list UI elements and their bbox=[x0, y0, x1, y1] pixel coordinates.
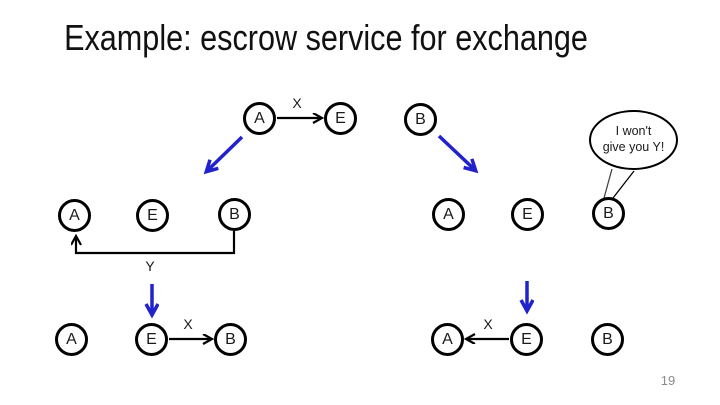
speech-bubble: I won't give you Y! bbox=[589, 110, 678, 170]
node-label: A bbox=[442, 330, 453, 348]
node-b-step3-right: B bbox=[591, 323, 624, 356]
transfer-label-x-step3-left: X bbox=[183, 316, 193, 332]
node-e-step1-left: E bbox=[324, 102, 357, 135]
node-b-step2-left: B bbox=[218, 198, 251, 231]
node-e-step2-left: E bbox=[136, 199, 169, 232]
blue-step-arrow-left-1to2 bbox=[207, 135, 244, 171]
node-b-step1-right: B bbox=[404, 103, 437, 136]
node-a-step2-left: A bbox=[58, 199, 91, 232]
arrow-y-b-to-a-step2-left bbox=[76, 231, 236, 255]
blue-step-arrow-right-1to2 bbox=[437, 134, 475, 170]
page-number: 19 bbox=[660, 373, 676, 388]
node-label: E bbox=[521, 330, 532, 348]
speech-bubble-tail-line-left bbox=[603, 168, 613, 199]
node-label: B bbox=[603, 204, 614, 222]
node-b-step2-right: B bbox=[592, 197, 625, 230]
slide-title: Example: escrow service for exchange bbox=[64, 17, 588, 58]
node-label: B bbox=[602, 330, 613, 348]
node-label: B bbox=[225, 330, 236, 348]
speech-bubble-line2: give you Y! bbox=[602, 140, 665, 154]
speech-bubble-line1: I won't bbox=[615, 124, 652, 139]
node-a-step2-right: A bbox=[432, 198, 465, 231]
node-label: A bbox=[69, 206, 80, 224]
node-label: A bbox=[443, 205, 454, 223]
transfer-label-x-step1-left: X bbox=[292, 95, 302, 111]
node-label: E bbox=[522, 205, 533, 223]
node-e-step2-right: E bbox=[511, 198, 544, 231]
node-label: A bbox=[254, 109, 265, 127]
node-label: E bbox=[147, 206, 158, 224]
node-b-step3-left: B bbox=[214, 323, 247, 356]
return-label-y-step2-left: Y bbox=[145, 258, 155, 274]
node-label: B bbox=[229, 205, 240, 223]
node-label: E bbox=[335, 109, 346, 127]
speech-bubble-tail-line-right bbox=[612, 170, 635, 199]
node-label: B bbox=[415, 110, 426, 128]
node-a-step1-left: A bbox=[243, 102, 276, 135]
node-a-step3-left: A bbox=[55, 323, 88, 356]
node-a-step3-right: A bbox=[431, 323, 464, 356]
node-label: A bbox=[66, 330, 77, 348]
node-e-step3-right: E bbox=[510, 323, 543, 356]
transfer-label-x-step3-right: X bbox=[483, 316, 493, 332]
node-e-step3-left: E bbox=[135, 323, 168, 356]
node-label: E bbox=[146, 330, 157, 348]
